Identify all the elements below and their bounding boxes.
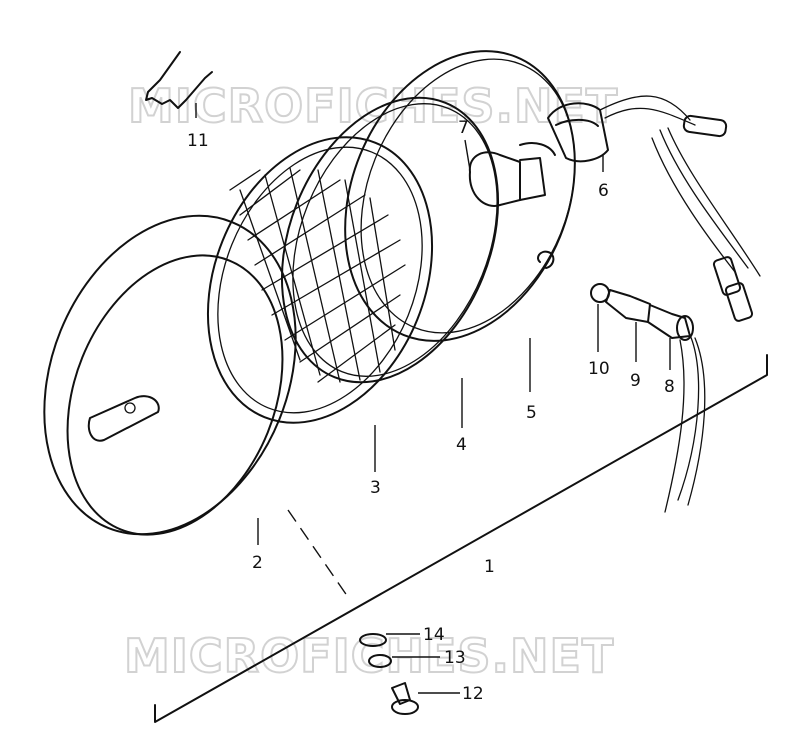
callout-4: 4: [456, 435, 467, 455]
callout-6: 6: [598, 181, 609, 201]
callout-2: 2: [252, 553, 263, 573]
assembly-bracket: [154, 354, 768, 723]
watermark-bottom: MICROFICHES.NET: [124, 629, 614, 683]
part-7-bulb: [464, 139, 546, 207]
callout-13: 13: [444, 648, 466, 668]
parts-12-13-14-fasteners: [359, 633, 460, 715]
callout-5: 5: [526, 403, 537, 423]
callout-12: 12: [462, 684, 484, 704]
parts-8-9-10-pilot-bulb: [590, 283, 706, 513]
callout-7: 7: [458, 118, 469, 138]
part-6-socket: [547, 95, 761, 322]
part-3-lens: [206, 136, 434, 472]
part-2-shell: [43, 214, 351, 601]
callout-10: 10: [588, 359, 610, 379]
callout-9: 9: [630, 371, 641, 391]
watermark-top: MICROFICHES.NET: [128, 79, 618, 133]
part-4-rim: [280, 96, 500, 428]
callout-11: 11: [187, 131, 209, 151]
part-11-clip: [145, 51, 213, 118]
callout-14: 14: [423, 625, 445, 645]
callout-3: 3: [370, 478, 381, 498]
callout-1: 1: [484, 557, 495, 577]
callout-8: 8: [664, 377, 675, 397]
